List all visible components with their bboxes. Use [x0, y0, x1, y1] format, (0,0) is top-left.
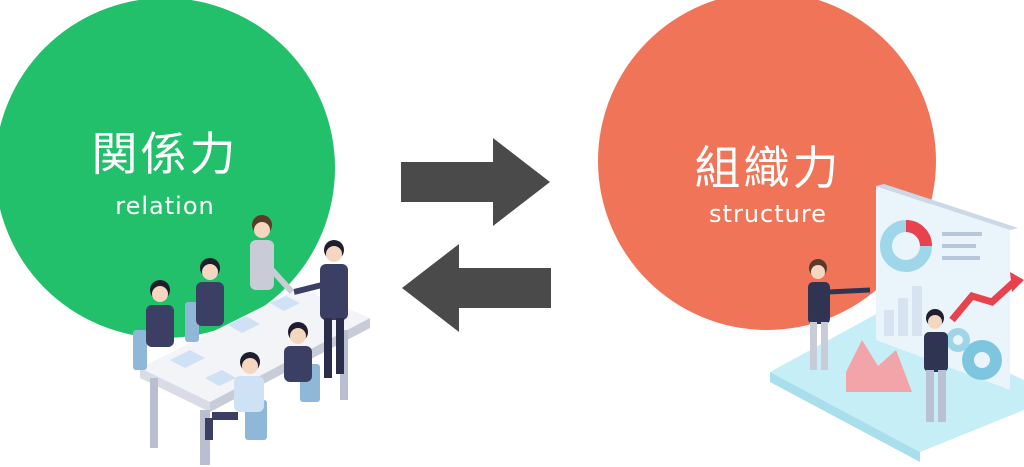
relation-title-jp: 関係力 [91, 127, 239, 181]
structure-title-en: structure [709, 200, 827, 228]
arrow-right-icon [401, 138, 550, 226]
arrow-left-icon [402, 244, 551, 332]
relation-title-en: relation [115, 192, 215, 220]
structure-title-jp: 組織力 [694, 141, 842, 195]
